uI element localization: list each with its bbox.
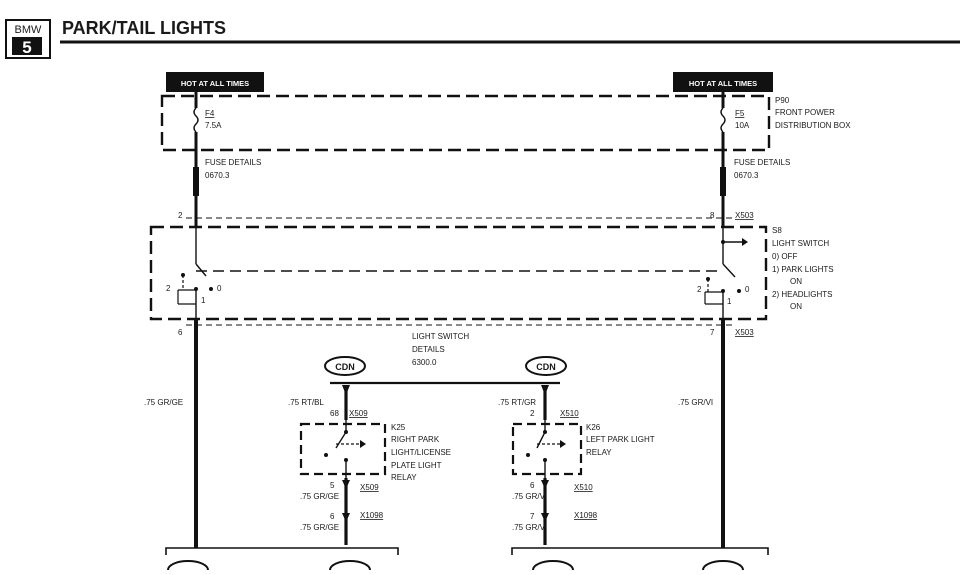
fuse-f4-rating: 7.5A	[205, 121, 222, 130]
switch-left-pos2: 2	[166, 284, 171, 293]
cdn-badge-top-right: CDN	[525, 356, 567, 376]
brand-logo-number: 5	[22, 38, 31, 57]
k26-wire-2-label: .75 GR/VI	[512, 523, 547, 532]
fuse-f5-id: F5	[735, 109, 745, 118]
k25-id: K25	[391, 423, 406, 432]
fuse-details-right-ref: 0670.3	[734, 171, 759, 180]
fuse-details-left-ref: 0670.3	[205, 171, 230, 180]
pin-left-out: 6	[178, 328, 183, 337]
relay-k26-contacts	[526, 420, 566, 478]
switch-details-label-2: DETAILS	[412, 345, 445, 354]
k25-pin-in: 68	[330, 409, 339, 418]
k26-id: K26	[586, 423, 601, 432]
cdn-badge-top-left: CDN	[324, 356, 366, 376]
light-switch-outline	[149, 225, 768, 321]
switch-right-pos2: 2	[697, 285, 702, 294]
hot-tag-left: HOT AT ALL TIMES	[166, 72, 264, 92]
relay-k25-outline	[299, 422, 387, 476]
k25-pin-out: 5	[330, 481, 335, 490]
pin-right-out: 7	[710, 328, 715, 337]
connector-right-bottom: X503	[735, 328, 754, 337]
fuse-f4-symbol	[193, 107, 199, 133]
switch-right-pos1: 1	[727, 297, 732, 306]
distribution-box-outline	[160, 94, 771, 152]
cdn-badge-bottom-2	[329, 560, 371, 575]
k26-name-1: LEFT PARK LIGHT	[586, 435, 655, 444]
distribution-box-name-2: DISTRIBUTION BOX	[775, 121, 851, 130]
connector-right-top: X503	[735, 211, 754, 220]
fuse-f5-symbol	[720, 107, 726, 133]
cdn-badge-bottom-3	[532, 560, 574, 575]
k25-name-1: RIGHT PARK	[391, 435, 440, 444]
light-switch-name: LIGHT SWITCH	[772, 239, 829, 248]
switch-details-label-1: LIGHT SWITCH	[412, 332, 469, 341]
k26-connector-2: X1098	[574, 511, 598, 520]
k25-wire-out-label: .75 GR/GE	[300, 492, 339, 501]
k25-wire-2-label: .75 GR/GE	[300, 523, 339, 532]
k25-connector-2: X1098	[360, 511, 384, 520]
k25-connector-out: X509	[360, 483, 379, 492]
k26-pin-2: 7	[530, 512, 535, 521]
distribution-box-id: P90	[775, 96, 790, 105]
switch-contacts-right	[704, 228, 748, 318]
switch-left-pos0: 0	[217, 284, 222, 293]
k26-wire-out-label: .75 GR/VI	[512, 492, 547, 501]
k25-name-3: PLATE LIGHT	[391, 461, 442, 470]
k25-pin-2: 6	[330, 512, 335, 521]
cdn-top-right-text: CDN	[536, 362, 556, 372]
fuse-details-left-label: FUSE DETAILS	[205, 158, 261, 167]
light-switch-pos1-a: 1) PARK LIGHTS	[772, 265, 834, 274]
k26-pin-out: 6	[530, 481, 535, 490]
pin-right-in: 8	[710, 211, 715, 220]
page-title: PARK/TAIL LIGHTS	[62, 18, 226, 38]
hot-tag-left-text: HOT AT ALL TIMES	[181, 79, 249, 88]
light-switch-pos2-a: 2) HEADLIGHTS	[772, 290, 832, 299]
k25-name-2: LIGHT/LICENSE	[391, 448, 451, 457]
hot-tag-right: HOT AT ALL TIMES	[673, 72, 773, 92]
k25-wire-in-label: .75 RT/BL	[288, 398, 324, 407]
bottom-bracket-right	[511, 547, 769, 555]
relay-k25-contacts	[324, 420, 366, 478]
fuse-f4-id: F4	[205, 109, 215, 118]
k26-name-2: RELAY	[586, 448, 612, 457]
fuse-f5-rating: 10A	[735, 121, 750, 130]
cdn-top-left-text: CDN	[335, 362, 355, 372]
wire-right-main-label: .75 GR/VI	[678, 398, 713, 407]
pin-left-in: 2	[178, 211, 183, 220]
switch-details-ref: 6300.0	[412, 358, 437, 367]
light-switch-pos2-b: ON	[790, 302, 802, 311]
k26-pin-in: 2	[530, 409, 535, 418]
k26-wire-in-label: .75 RT/GR	[498, 398, 536, 407]
bottom-bracket-left	[165, 547, 399, 555]
switch-right-pos0: 0	[745, 285, 750, 294]
k26-connector-out: X510	[574, 483, 593, 492]
switch-left-pos1: 1	[201, 296, 206, 305]
cdn-badge-bottom-1	[167, 560, 209, 575]
brand-logo-text: BMW	[15, 24, 43, 36]
relay-k26-outline	[511, 422, 583, 476]
light-switch-pos1-b: ON	[790, 277, 802, 286]
hot-tag-right-text: HOT AT ALL TIMES	[689, 79, 757, 88]
cdn-badge-bottom-4	[702, 560, 744, 575]
fuse-details-right-label: FUSE DETAILS	[734, 158, 790, 167]
switch-contacts-left	[177, 228, 213, 318]
wire-left-main-label: .75 GR/GE	[144, 398, 183, 407]
light-switch-id: S8	[772, 226, 782, 235]
light-switch-pos0: 0) OFF	[772, 252, 797, 261]
k25-connector-in: X509	[349, 409, 368, 418]
brand-logo: BMW 5	[5, 19, 51, 59]
distribution-box-name-1: FRONT POWER	[775, 108, 835, 117]
k25-name-4: RELAY	[391, 473, 417, 482]
k26-connector-in: X510	[560, 409, 579, 418]
